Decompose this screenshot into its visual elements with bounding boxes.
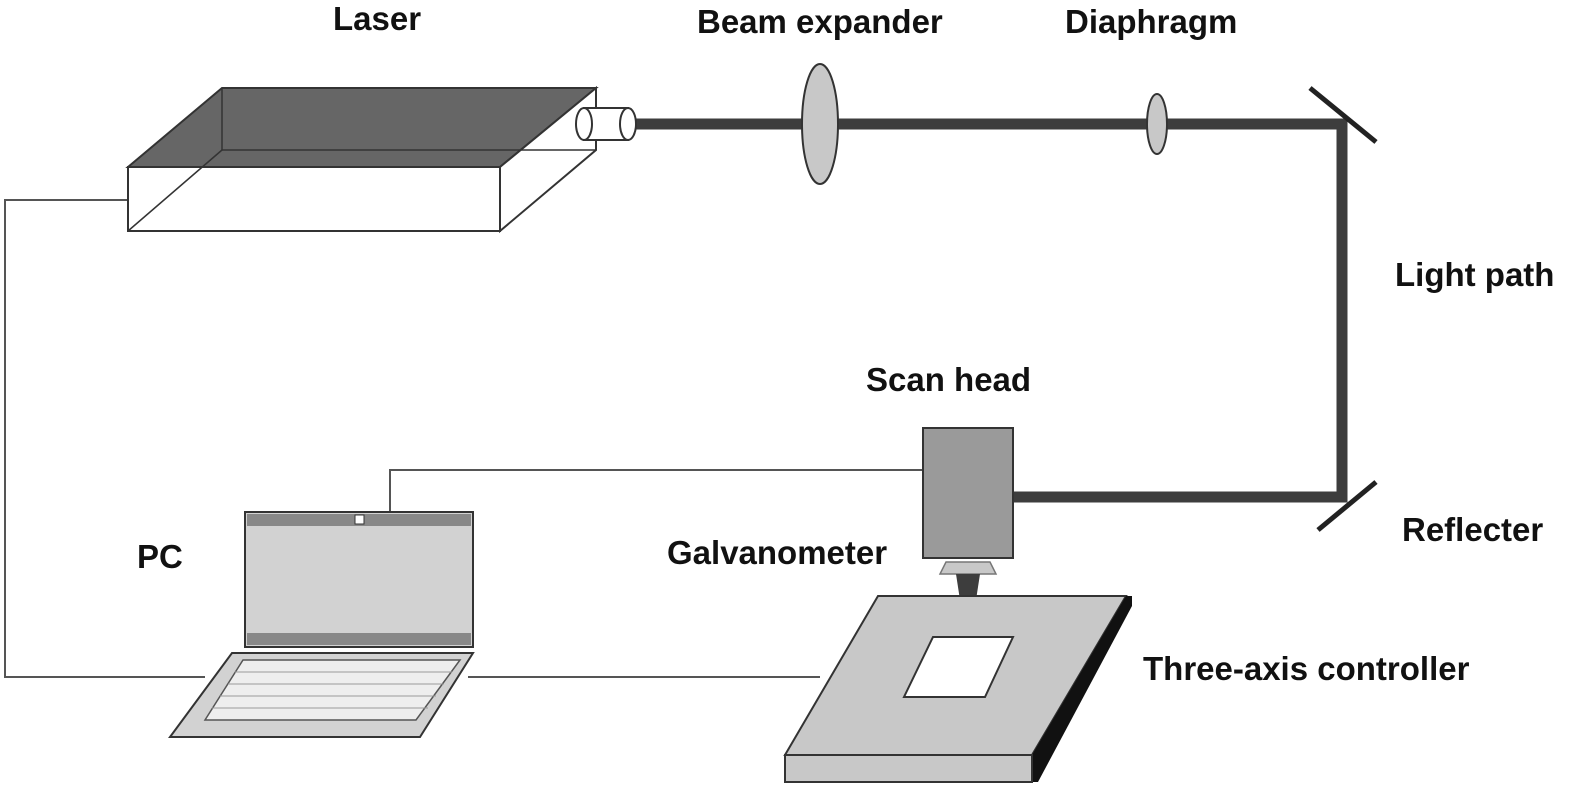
laptop-screen [244, 511, 474, 648]
webcam-icon [354, 514, 365, 525]
laser-output-nozzle [575, 107, 637, 141]
galvanometer-label: Galvanometer [667, 534, 887, 571]
beam-expander-label: Beam expander [697, 3, 943, 40]
diaphragm-label: Diaphragm [1065, 3, 1237, 40]
beam-expander-lens [801, 63, 839, 185]
pc-laptop [168, 511, 475, 738]
pc-label: PC [137, 538, 183, 575]
laser-box [125, 85, 599, 234]
light-path-label: Light path [1395, 256, 1554, 293]
scan-head-box [922, 427, 1014, 559]
reflecter-label: Reflecter [1402, 511, 1543, 548]
light-path-beam [633, 118, 1348, 503]
bottom-reflector-mirror [1316, 480, 1378, 532]
platform-side [1032, 596, 1132, 782]
pc-scanhead-wire [389, 469, 923, 516]
three-axis-platform [783, 595, 1132, 783]
laser-label: Laser [333, 0, 421, 37]
laptop-keyboard [203, 659, 462, 721]
scan-head-label: Scan head [866, 361, 1031, 398]
laser-pc-wire [4, 199, 205, 678]
diaphragm-element [1146, 93, 1168, 155]
laser-box-front [127, 166, 501, 232]
three-axis-controller-label: Three-axis controller [1143, 650, 1470, 687]
sample-workpiece [902, 636, 1015, 698]
platform-front [784, 754, 1033, 783]
galvanometer-lens [938, 561, 998, 575]
top-reflector-mirror [1308, 86, 1378, 144]
